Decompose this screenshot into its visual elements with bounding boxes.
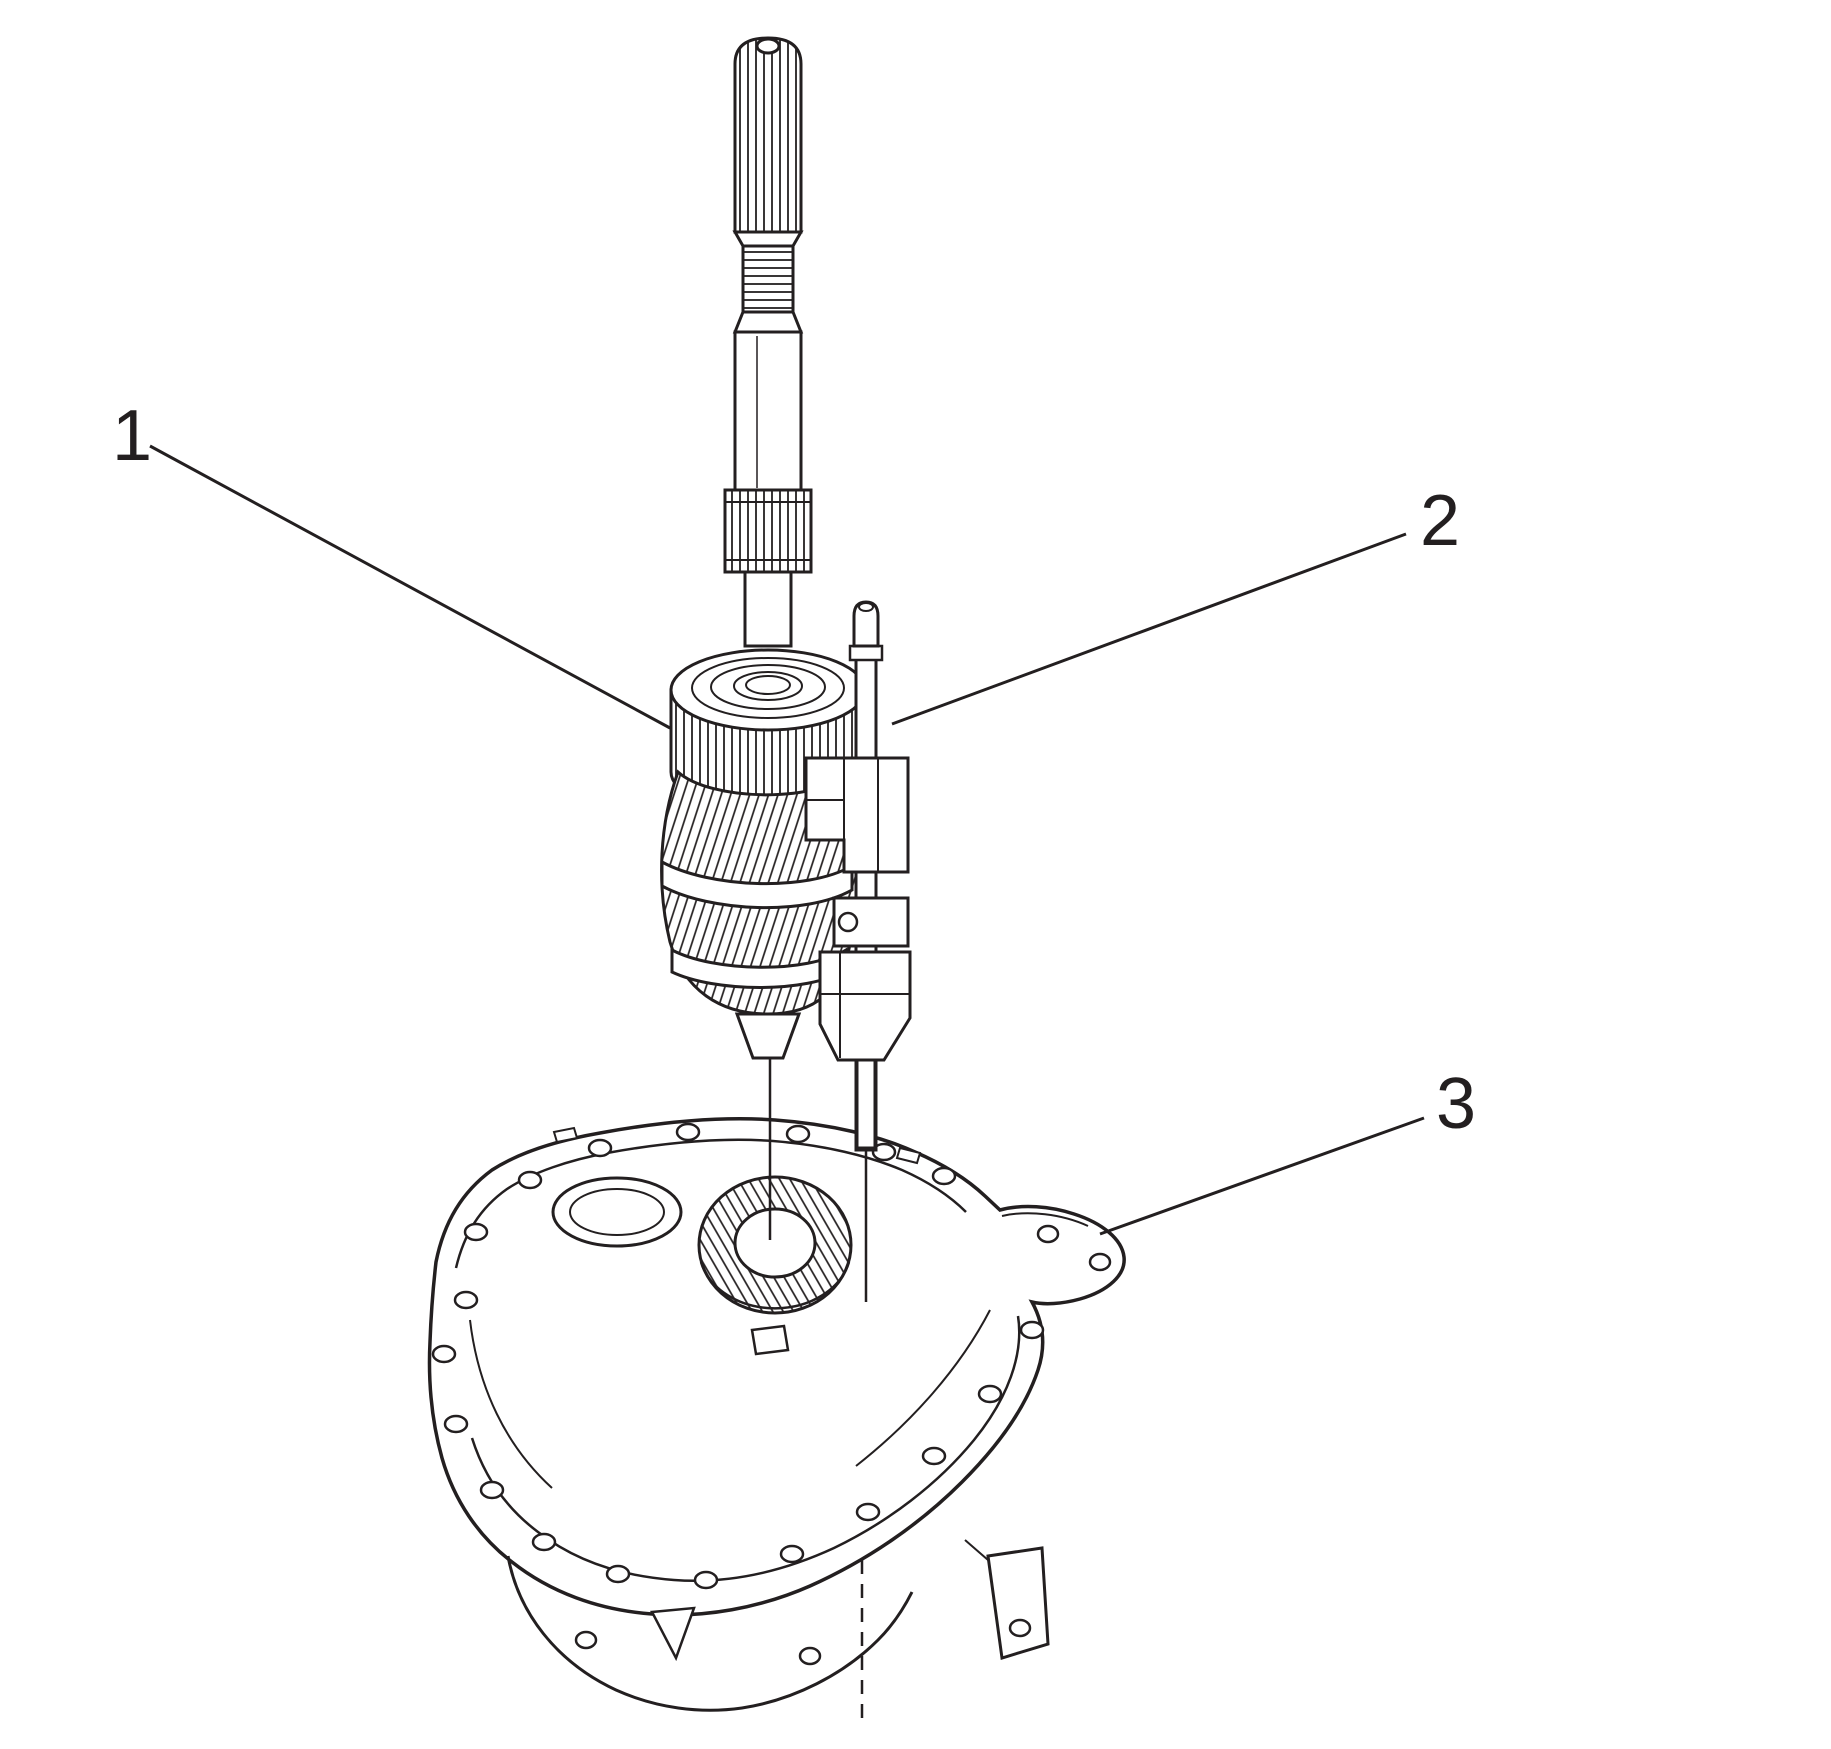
smooth-shaft — [733, 330, 803, 492]
callout-1-leader — [149, 444, 671, 730]
bolt-hole — [921, 1446, 947, 1466]
case-gear-nub — [750, 1324, 790, 1356]
case-right-tab — [986, 1546, 1050, 1660]
case-oval-port-inner — [569, 1188, 665, 1236]
case-flange-inner-line — [1001, 1212, 1089, 1227]
shaft-bore — [745, 675, 791, 695]
bolt-hole — [574, 1630, 598, 1650]
alignment-lines — [768, 1058, 868, 1728]
shift-fork-block-upper — [804, 756, 910, 874]
bolt-hole — [1008, 1618, 1032, 1638]
case-inner-rim-top — [454, 1138, 967, 1269]
case-rib-left — [469, 1319, 553, 1489]
callouts: 1 2 3 — [112, 396, 1476, 1236]
shaft-taper — [732, 310, 804, 334]
bolt-hole — [1088, 1252, 1112, 1272]
case-inner-rim-bottom — [470, 1315, 1021, 1582]
fork-groove-upper — [660, 859, 854, 910]
bolt-hole — [785, 1124, 811, 1144]
bolt-hole — [443, 1414, 469, 1434]
detent-circle — [837, 911, 859, 933]
gear-tail-cone — [734, 1012, 802, 1060]
case-tab-link — [964, 1539, 989, 1561]
case-lower-skirt — [506, 1555, 914, 1712]
bolt-hole — [1019, 1320, 1045, 1340]
bolt-hole — [431, 1344, 457, 1364]
case-gear-rim — [699, 1261, 851, 1310]
callout-2-label: 2 — [1420, 481, 1460, 561]
transmission-case — [427, 1117, 1126, 1712]
bolt-hole — [531, 1532, 557, 1552]
case-lug-top-left — [552, 1126, 579, 1144]
case-rib-right — [855, 1309, 991, 1467]
bolt-hole — [871, 1142, 897, 1162]
rail-collar — [848, 644, 884, 662]
rail-knob-tip — [858, 602, 874, 612]
grooved-collar — [741, 244, 795, 314]
bearing-race-outer — [691, 657, 845, 719]
case-lug-top-right — [895, 1146, 922, 1165]
shaft-shoulder — [732, 230, 804, 248]
bolt-hole — [605, 1564, 631, 1584]
callout-3-label: 3 — [1436, 1064, 1476, 1144]
rail-knob — [852, 600, 880, 648]
bolt-hole — [587, 1138, 613, 1158]
case-bolt-holes — [431, 1122, 1112, 1666]
input-shaft — [723, 36, 813, 648]
callout-3-leader — [1099, 1116, 1425, 1236]
bolt-hole — [779, 1544, 805, 1564]
bolt-hole — [517, 1170, 543, 1190]
bolt-hole — [977, 1384, 1003, 1404]
bolt-hole — [463, 1222, 489, 1242]
bolt-hole — [693, 1570, 719, 1590]
bolt-hole — [453, 1290, 479, 1310]
rail-tip — [855, 1058, 877, 1150]
shaft-neck — [743, 570, 793, 648]
bolt-hole — [931, 1166, 957, 1186]
splined-shaft-top — [733, 36, 803, 234]
shaft-tip — [755, 37, 781, 55]
callout-2-leader — [891, 532, 1407, 726]
bolt-hole — [675, 1122, 701, 1142]
case-gear-bore — [733, 1207, 817, 1279]
bolt-hole — [479, 1480, 505, 1500]
callout-1-label: 1 — [112, 396, 152, 476]
bolt-hole — [855, 1502, 881, 1522]
case-skirt-notch — [650, 1606, 696, 1662]
shift-fork-block-lower — [818, 950, 912, 1062]
bolt-hole — [798, 1646, 822, 1666]
bolt-hole — [1036, 1224, 1060, 1244]
shift-rail — [804, 600, 912, 1152]
